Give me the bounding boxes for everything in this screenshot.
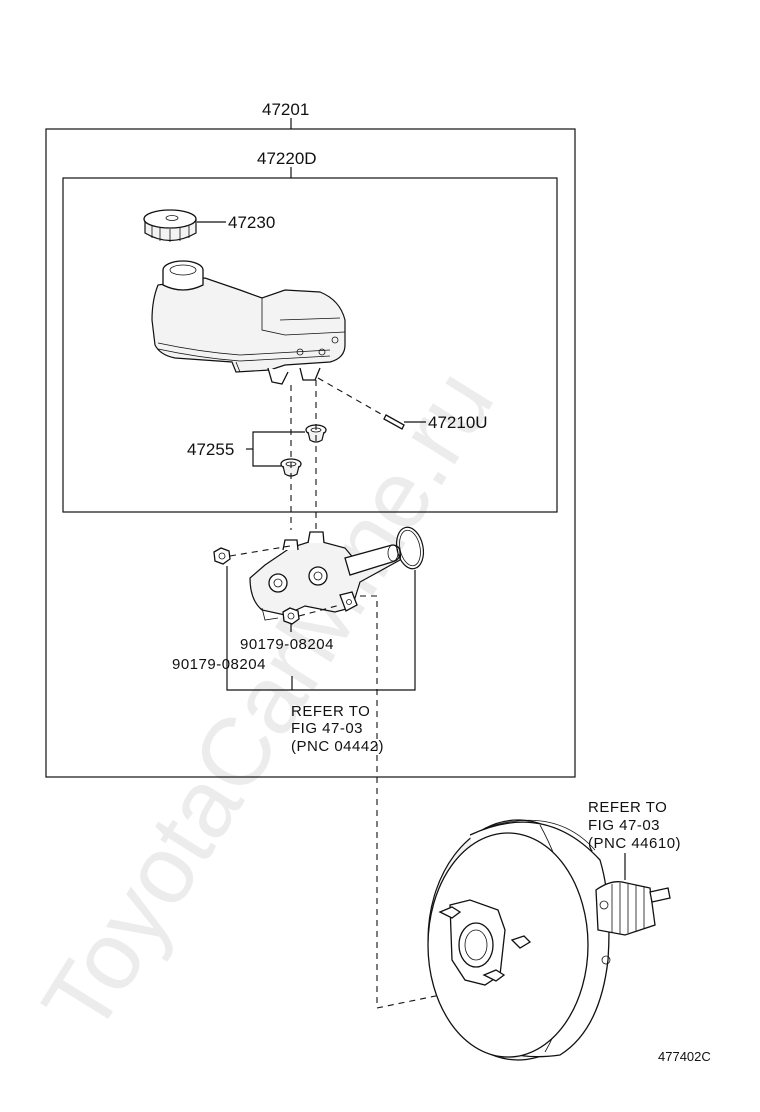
- master-cylinder: [249, 531, 402, 621]
- refer-right-line2: FIG 47-03: [588, 817, 660, 834]
- reservoir-frame: [62, 177, 558, 513]
- assembly-frame: [45, 128, 576, 778]
- nut-left: [213, 547, 231, 565]
- reservoir-pin: [317, 377, 405, 430]
- refer-right-line1: REFER TO: [588, 799, 667, 816]
- refer-left-line1: REFER TO: [291, 703, 370, 720]
- part-label-90179-08204-upper[interactable]: 90179-08204: [240, 636, 334, 653]
- brake-booster: [427, 819, 671, 1061]
- refer-left-line2: FIG 47-03: [291, 720, 363, 737]
- nut-lower: [282, 607, 300, 625]
- refer-left-line3: (PNC 04442): [291, 738, 384, 755]
- part-label-47220D[interactable]: 47220D: [257, 149, 317, 168]
- brake-fluid-reservoir: [151, 260, 346, 385]
- part-label-47230[interactable]: 47230: [228, 213, 275, 232]
- part-label-47201[interactable]: 47201: [262, 100, 309, 119]
- o-ring: [395, 526, 425, 570]
- part-label-47255[interactable]: 47255: [187, 440, 234, 459]
- refer-right-line3: (PNC 44610): [588, 835, 681, 852]
- part-label-47210U[interactable]: 47210U: [428, 413, 488, 432]
- diagram-code: 477402C: [658, 1049, 711, 1064]
- reservoir-cap: [143, 209, 197, 242]
- part-label-90179-08204-lower[interactable]: 90179-08204: [172, 656, 266, 673]
